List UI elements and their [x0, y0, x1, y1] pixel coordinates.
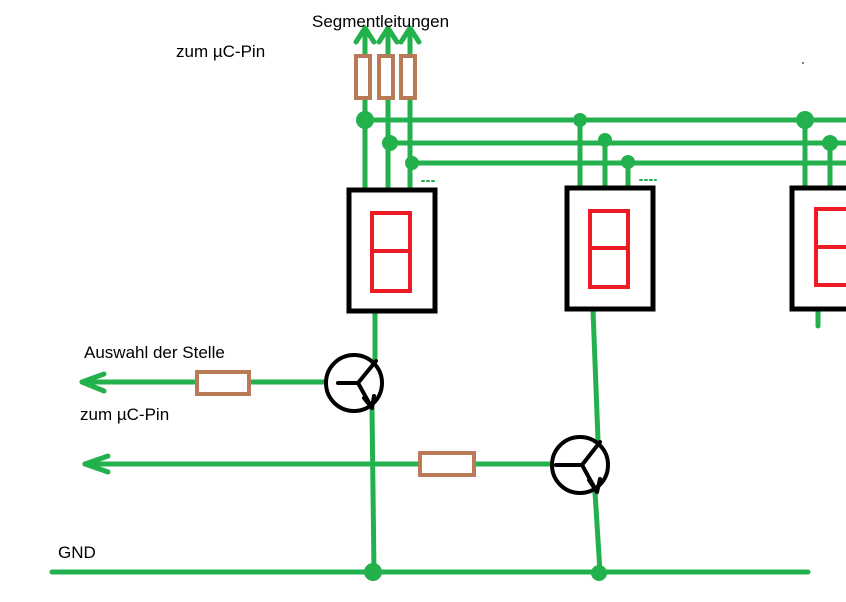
- junction-dot: [573, 113, 587, 127]
- wires: [49, 27, 846, 575]
- junction-dot: [382, 135, 398, 151]
- transistor-2: [550, 435, 610, 495]
- junction-dot: [621, 155, 635, 169]
- transistor-1-emitter-arrow: [362, 394, 376, 410]
- display-2: [564, 185, 656, 312]
- display-1: [346, 187, 438, 314]
- gnd-label: GND: [58, 543, 96, 562]
- junction-dot: [356, 111, 374, 129]
- transistor-1-collector: [356, 359, 378, 385]
- junction-dot: [405, 156, 419, 170]
- transistor1-emitter-lead: [369, 405, 377, 575]
- segment-resistor-3: [399, 54, 417, 100]
- segment-resistor-1: [354, 54, 372, 100]
- transistor-2-collector: [580, 440, 602, 467]
- base-resistor-2: [418, 451, 476, 477]
- resistors: [195, 54, 476, 477]
- junction-dot: [364, 563, 382, 581]
- arrow-up-2: [376, 25, 400, 45]
- uc-pin-left-label: zum µC-Pin: [80, 405, 170, 424]
- segment-resistor-2: [377, 54, 395, 100]
- arrow-up-1: [353, 25, 377, 45]
- digit-select-label: Auswahl der Stelle: [84, 343, 225, 362]
- segment-lines-label: Segmentleitungen: [312, 12, 450, 31]
- junction-dot: [598, 133, 612, 147]
- junction-dot: [591, 565, 607, 581]
- junction-dot: [796, 111, 814, 129]
- transistor2-emitter-lead: [592, 489, 603, 575]
- arrows: [79, 25, 422, 475]
- arrow-up-3: [398, 25, 422, 45]
- display2-common: [590, 307, 601, 443]
- stray-dot: [802, 62, 804, 64]
- arrow-left-2: [82, 453, 111, 475]
- transistor-2-emitter-arrow: [587, 477, 602, 494]
- base-resistor-1: [195, 370, 251, 396]
- junction-dots: [356, 111, 838, 581]
- arrow-left-1: [79, 371, 107, 394]
- transistor-1: [324, 353, 384, 413]
- junction-dot: [822, 135, 838, 151]
- uc-pin-top-label: zum µC-Pin: [176, 42, 266, 61]
- display-3: [789, 185, 846, 312]
